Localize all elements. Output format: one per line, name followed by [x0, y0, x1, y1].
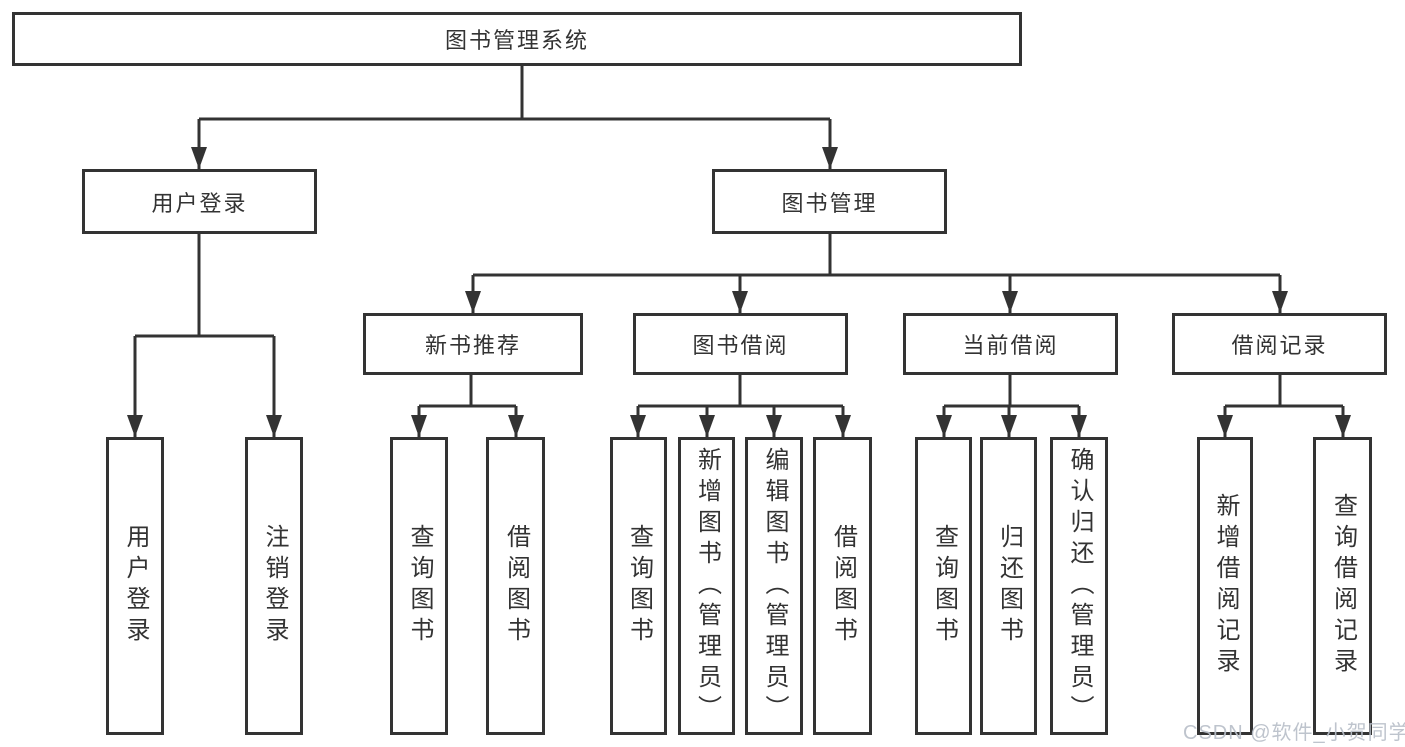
- leaf-query-borrow-record: 查询借阅记录: [1313, 437, 1372, 735]
- leaf-edit-books-admin: 编辑图书（管理员）: [745, 437, 803, 735]
- node-library-management-system: 图书管理系统: [12, 12, 1022, 66]
- leaf-label: 注销登录: [261, 524, 288, 648]
- leaf-label: 编辑图书（管理员）: [761, 446, 788, 726]
- leaf-label: 借阅图书: [829, 524, 857, 648]
- node-label: 图书管理: [781, 190, 878, 216]
- leaf-label: 确认归还（管理员）: [1066, 446, 1093, 726]
- leaf-label: 用户登录: [122, 524, 149, 648]
- leaf-label: 查询借阅记录: [1329, 493, 1357, 679]
- node-label: 当前借阅: [962, 333, 1059, 358]
- node-label: 用户登录: [151, 190, 248, 216]
- csdn-watermark: CSDN @软件_小贺同学: [1183, 722, 1405, 744]
- leaf-borrow-books-recommend: 借阅图书: [486, 437, 545, 735]
- leaf-label: 新增借阅记录: [1212, 493, 1239, 679]
- leaf-return-books: 归还图书: [980, 437, 1037, 735]
- leaf-confirm-return-admin: 确认归还（管理员）: [1050, 437, 1108, 735]
- leaf-query-books-recommend: 查询图书: [390, 437, 448, 735]
- leaf-user-login: 用户登录: [106, 437, 164, 735]
- node-book-management: 图书管理: [712, 169, 947, 234]
- leaf-label: 借阅图书: [502, 524, 530, 648]
- leaf-label: 查询图书: [930, 524, 958, 648]
- leaf-label: 查询图书: [625, 524, 653, 648]
- leaf-borrow-books: 借阅图书: [813, 437, 872, 735]
- leaf-label: 查询图书: [406, 524, 433, 648]
- leaf-add-borrow-record: 新增借阅记录: [1197, 437, 1253, 735]
- node-user-login: 用户登录: [82, 169, 317, 234]
- leaf-label: 归还图书: [995, 524, 1023, 648]
- leaf-query-books-current: 查询图书: [915, 437, 972, 735]
- node-label: 借阅记录: [1231, 333, 1328, 358]
- node-book-borrow: 图书借阅: [633, 313, 848, 375]
- node-current-borrow: 当前借阅: [903, 313, 1118, 375]
- leaf-query-books-borrow: 查询图书: [610, 437, 667, 735]
- leaf-logout: 注销登录: [245, 437, 303, 735]
- leaf-label: 新增图书（管理员）: [693, 446, 721, 726]
- leaf-add-books-admin: 新增图书（管理员）: [678, 437, 735, 735]
- node-borrow-record: 借阅记录: [1172, 313, 1387, 375]
- node-label: 新书推荐: [424, 333, 521, 358]
- node-label: 图书借阅: [692, 333, 789, 358]
- node-label: 图书管理系统: [444, 28, 589, 53]
- node-new-book-recommend: 新书推荐: [363, 313, 583, 375]
